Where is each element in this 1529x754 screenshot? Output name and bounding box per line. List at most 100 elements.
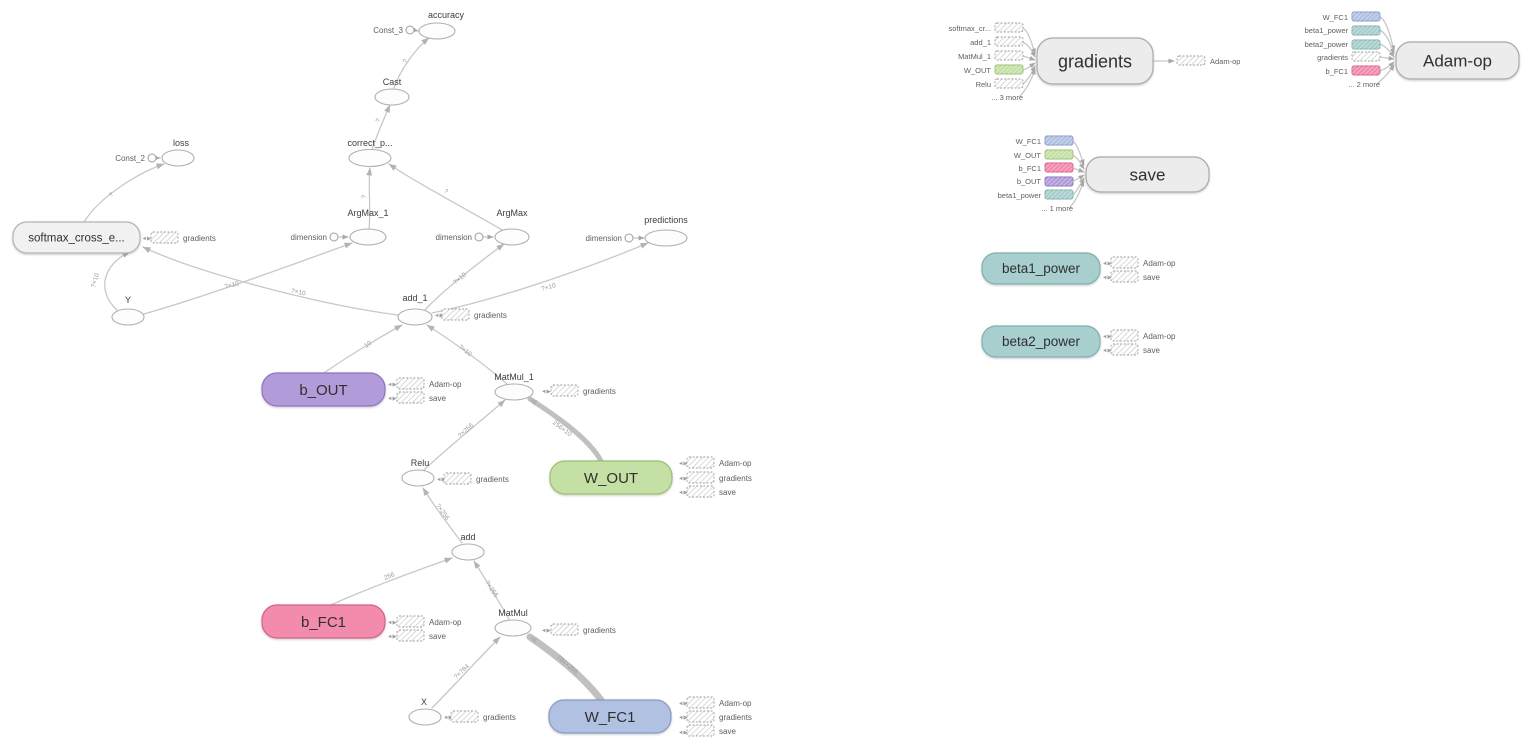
op-ellipse[interactable] — [408, 708, 442, 726]
stub-add1-gradients[interactable]: ◄▶gradients — [434, 308, 507, 321]
stub-box[interactable] — [1351, 51, 1381, 62]
stub-save-in-bout[interactable]: b_OUT — [1017, 176, 1074, 187]
op-node-x[interactable]: X — [408, 697, 442, 726]
stub-x-gradients[interactable]: ◄▶gradients — [443, 710, 516, 723]
stub-softmax-gradients[interactable]: ◄▶gradients — [142, 231, 216, 244]
stub-wfc1-gradients[interactable]: ◄▶gradients — [678, 710, 752, 723]
op-node-cast[interactable]: Cast — [374, 77, 410, 106]
node-rect[interactable] — [981, 252, 1101, 285]
node-adam-op-aux[interactable]: Adam-op — [1395, 41, 1520, 80]
node-w-fc1[interactable]: W_FC1 — [548, 699, 672, 734]
stub-box[interactable] — [1176, 55, 1206, 66]
stub-box[interactable] — [686, 456, 715, 469]
op-node-predictions[interactable]: predictions — [644, 215, 688, 247]
op-ellipse[interactable] — [494, 383, 534, 401]
stub-box[interactable] — [994, 22, 1024, 33]
stub-gradients-out-adam-op[interactable]: Adam-op — [1176, 55, 1240, 66]
op-ellipse[interactable] — [451, 543, 485, 561]
const-circle[interactable] — [474, 232, 484, 242]
stub-save-in-bfc1[interactable]: b_FC1 — [1018, 162, 1074, 173]
stub-adam-in-gradients[interactable]: gradients — [1317, 51, 1381, 62]
node-rect[interactable] — [261, 372, 386, 407]
node-beta2-power[interactable]: beta2_power — [981, 325, 1101, 358]
stub-bout-adam-op[interactable]: ◄▶Adam-op — [387, 377, 462, 390]
stub-adam-in-beta2[interactable]: beta2_power — [1305, 39, 1381, 50]
stub-box[interactable] — [1110, 256, 1139, 269]
node-rect[interactable] — [1395, 41, 1520, 80]
stub-gradients-in-softmax[interactable]: softmax_cr... — [948, 22, 1024, 33]
node-rect[interactable] — [1036, 37, 1154, 85]
stub-wout-save[interactable]: ◄▶save — [678, 485, 736, 498]
op-node-accuracy[interactable]: accuracy — [418, 10, 465, 40]
const-node-dimension-argmax-1[interactable]: dimension — [291, 232, 339, 242]
op-node-relu[interactable]: Relu — [401, 458, 435, 487]
stub-box[interactable] — [550, 384, 579, 397]
stub-bfc1-adam-op[interactable]: ◄▶Adam-op — [387, 615, 462, 628]
node-b-out[interactable]: b_OUT — [261, 372, 386, 407]
stub-box[interactable] — [396, 391, 425, 404]
stub-beta1-save[interactable]: ◄▶save — [1102, 270, 1160, 283]
stub-bout-save[interactable]: ◄▶save — [387, 391, 446, 404]
op-node-argmax-1[interactable]: ArgMax_1 — [347, 208, 389, 246]
node-b-fc1[interactable]: b_FC1 — [261, 604, 386, 639]
stub-gradients-in-wout[interactable]: W_OUT — [964, 64, 1024, 75]
stub-box[interactable] — [550, 623, 579, 636]
node-rect[interactable] — [549, 460, 673, 495]
stub-bfc1-save[interactable]: ◄▶save — [387, 629, 446, 642]
node-rect[interactable] — [1085, 156, 1210, 193]
const-node-const-2[interactable]: Const_2 — [115, 153, 157, 163]
op-node-loss[interactable]: loss — [161, 138, 195, 167]
stub-beta2-save[interactable]: ◄▶save — [1102, 343, 1160, 356]
op-node-y[interactable]: Y — [111, 295, 145, 326]
stub-box[interactable] — [396, 615, 425, 628]
stub-matmul1-gradients[interactable]: ◄▶gradients — [541, 384, 616, 397]
op-node-argmax[interactable]: ArgMax — [494, 208, 530, 246]
const-circle[interactable] — [329, 232, 339, 242]
stub-box[interactable] — [994, 50, 1024, 61]
op-ellipse[interactable] — [111, 308, 145, 326]
node-rect[interactable] — [981, 325, 1101, 358]
stub-box[interactable] — [994, 36, 1024, 47]
stub-gradients-in-matmul1[interactable]: MatMul_1 — [958, 50, 1024, 61]
const-node-dimension-predictions[interactable]: dimension — [586, 233, 634, 243]
op-node-correct-prediction[interactable]: correct_p... — [347, 138, 393, 168]
stub-relu-gradients[interactable]: ◄▶gradients — [436, 472, 509, 485]
stub-box[interactable] — [1110, 343, 1139, 356]
op-ellipse[interactable] — [418, 22, 456, 40]
node-softmax-cross-entropy[interactable]: softmax_cross_e... — [12, 221, 141, 254]
stub-beta2-adam-op[interactable]: ◄▶Adam-op — [1102, 329, 1176, 342]
stub-box[interactable] — [450, 710, 479, 723]
stub-box[interactable] — [686, 724, 715, 737]
op-ellipse[interactable] — [494, 619, 532, 637]
const-circle[interactable] — [624, 233, 634, 243]
op-ellipse[interactable] — [161, 149, 195, 167]
op-ellipse[interactable] — [401, 469, 435, 487]
const-circle[interactable] — [147, 153, 157, 163]
const-node-const-3[interactable]: Const_3 — [373, 25, 415, 35]
stub-adam-in-bfc1[interactable]: b_FC1 — [1325, 65, 1381, 76]
stub-box[interactable] — [1110, 270, 1139, 283]
op-node-add-1[interactable]: add_1 — [397, 293, 433, 326]
stub-wout-adam-op[interactable]: ◄▶Adam-op — [678, 456, 752, 469]
stub-box[interactable] — [443, 472, 472, 485]
stub-box[interactable] — [150, 231, 179, 244]
stub-box[interactable] — [396, 629, 425, 642]
node-beta1-power[interactable]: beta1_power — [981, 252, 1101, 285]
op-node-matmul[interactable]: MatMul — [494, 608, 532, 637]
node-rect[interactable] — [548, 699, 672, 734]
node-save-aux[interactable]: save — [1085, 156, 1210, 193]
stub-save-in-beta1[interactable]: beta1_power — [998, 189, 1074, 200]
stub-wfc1-adam-op[interactable]: ◄▶Adam-op — [678, 696, 752, 709]
stub-wout-gradients[interactable]: ◄▶gradients — [678, 471, 752, 484]
stub-adam-in-wfc1[interactable]: W_FC1 — [1323, 11, 1381, 22]
const-node-dimension-argmax[interactable]: dimension — [436, 232, 484, 242]
op-ellipse[interactable] — [374, 88, 410, 106]
op-ellipse[interactable] — [644, 229, 688, 247]
stub-box[interactable] — [686, 485, 715, 498]
stub-box[interactable] — [1110, 329, 1139, 342]
stub-save-in-wfc1[interactable]: W_FC1 — [1016, 135, 1074, 146]
op-ellipse[interactable] — [348, 148, 392, 168]
op-ellipse[interactable] — [494, 228, 530, 246]
stub-gradients-in-add1[interactable]: add_1 — [970, 36, 1024, 47]
